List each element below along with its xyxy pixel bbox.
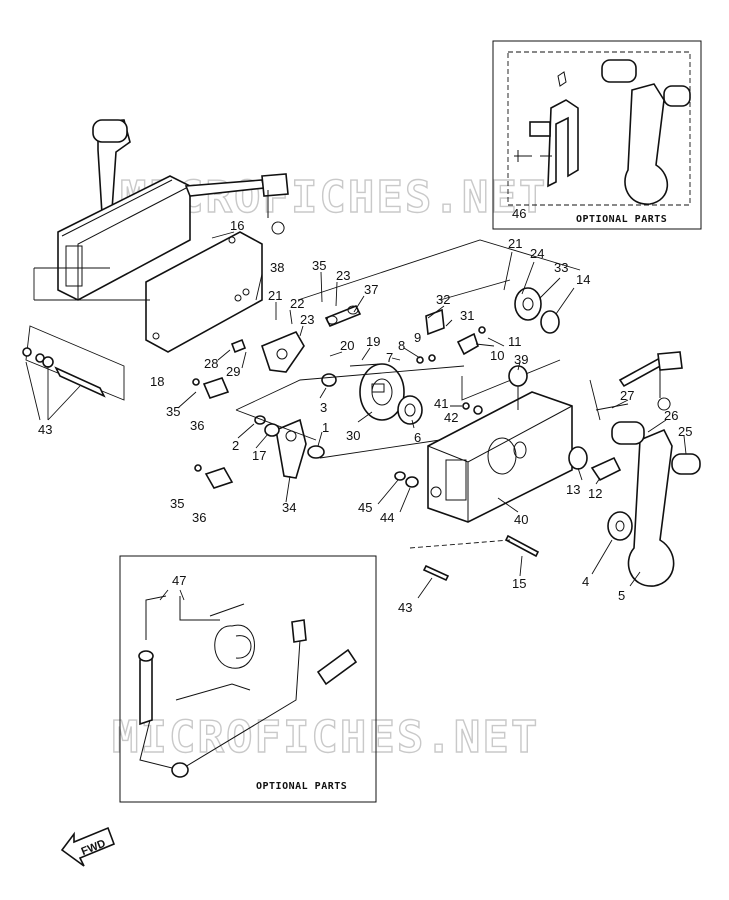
callout-46: 46 bbox=[512, 206, 526, 221]
callout-21: 21 bbox=[268, 288, 282, 303]
callout-13: 13 bbox=[566, 482, 580, 497]
callout-14: 14 bbox=[576, 272, 590, 287]
inset-optional-parts-top: 46 OPTIONAL PARTS bbox=[492, 40, 702, 230]
callout-12: 12 bbox=[588, 486, 602, 501]
callout-26: 26 bbox=[664, 408, 678, 423]
callout-numbers: 16 18 43 38 35 23 37 21 22 23 28 29 20 1… bbox=[38, 218, 692, 615]
callout-22: 22 bbox=[290, 296, 304, 311]
callout-20: 20 bbox=[340, 338, 354, 353]
callout-9: 9 bbox=[414, 330, 421, 345]
callout-47: 47 bbox=[172, 573, 186, 588]
callout-5: 5 bbox=[618, 588, 625, 603]
throttle-lever bbox=[568, 351, 701, 587]
callout-4: 4 bbox=[582, 574, 589, 589]
callout-23: 23 bbox=[300, 312, 314, 327]
callout-44: 44 bbox=[380, 510, 394, 525]
callout-34: 34 bbox=[282, 500, 296, 515]
callout-37: 37 bbox=[364, 282, 378, 297]
callout-27: 27 bbox=[620, 388, 634, 403]
inset-top-label: OPTIONAL PARTS bbox=[576, 214, 667, 225]
callout-3: 3 bbox=[320, 400, 327, 415]
callout-6: 6 bbox=[414, 430, 421, 445]
callout-8: 8 bbox=[398, 338, 405, 353]
callout-23: 23 bbox=[336, 268, 350, 283]
callout-35: 35 bbox=[170, 496, 184, 511]
callout-7: 7 bbox=[386, 350, 393, 365]
callout-29: 29 bbox=[226, 364, 240, 379]
callout-16: 16 bbox=[230, 218, 244, 233]
callout-17: 17 bbox=[252, 448, 266, 463]
callout-31: 31 bbox=[460, 308, 474, 323]
forward-direction-arrow: FWD bbox=[60, 826, 116, 867]
callout-45: 45 bbox=[358, 500, 372, 515]
watermark-bottom: MICROFICHES.NET bbox=[112, 712, 539, 763]
inset-optional-parts-bottom: 47 OPTIONAL PARTS bbox=[119, 555, 377, 803]
callout-41: 41 bbox=[434, 396, 448, 411]
callout-40: 40 bbox=[514, 512, 528, 527]
linkage-parts bbox=[192, 239, 601, 489]
callout-36: 36 bbox=[192, 510, 206, 525]
callout-38: 38 bbox=[270, 260, 284, 275]
callout-43: 43 bbox=[38, 422, 52, 437]
callout-25: 25 bbox=[678, 424, 692, 439]
callout-19: 19 bbox=[366, 334, 380, 349]
inset-bottom-label: OPTIONAL PARTS bbox=[256, 781, 347, 792]
callout-33: 33 bbox=[554, 260, 568, 275]
callout-36: 36 bbox=[190, 418, 204, 433]
callout-43: 43 bbox=[398, 600, 412, 615]
callout-21: 21 bbox=[508, 236, 522, 251]
leader-lines bbox=[177, 231, 687, 599]
callout-1: 1 bbox=[322, 420, 329, 435]
callout-10: 10 bbox=[490, 348, 504, 363]
callout-18: 18 bbox=[150, 374, 164, 389]
callout-42: 42 bbox=[444, 410, 458, 425]
callout-15: 15 bbox=[512, 576, 526, 591]
callout-35: 35 bbox=[166, 404, 180, 419]
control-housing bbox=[394, 365, 573, 582]
callout-39: 39 bbox=[514, 352, 528, 367]
callout-11: 11 bbox=[508, 334, 522, 349]
cover-assembly bbox=[22, 119, 289, 421]
callout-24: 24 bbox=[530, 246, 544, 261]
callout-28: 28 bbox=[204, 356, 218, 371]
callout-2: 2 bbox=[232, 438, 239, 453]
callout-35: 35 bbox=[312, 258, 326, 273]
callout-32: 32 bbox=[436, 292, 450, 307]
callout-30: 30 bbox=[346, 428, 360, 443]
